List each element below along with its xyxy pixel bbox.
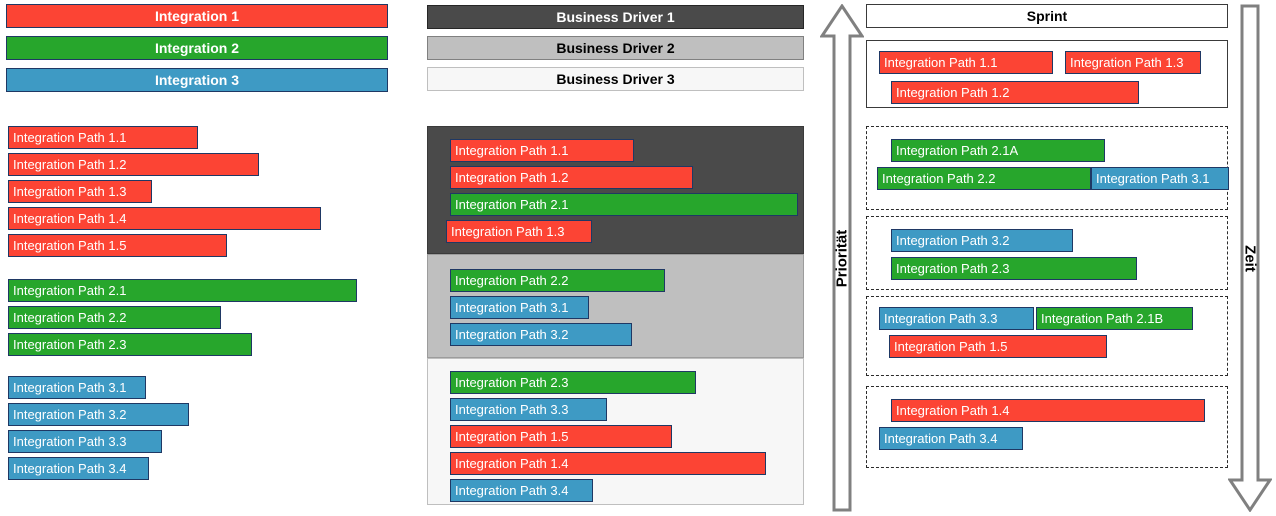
legend-item-integration-1[interactable]: Integration 1 bbox=[6, 4, 388, 28]
time-arrow-icon bbox=[1228, 4, 1272, 512]
backlog-bar-integration-path-1-1[interactable]: Integration Path 1.1 bbox=[8, 126, 198, 149]
lane-bar-integration-path-1-2[interactable]: Integration Path 1.2 bbox=[450, 166, 693, 189]
sprint-box-2: Integration Path 2.1A Integration Path 2.… bbox=[866, 126, 1229, 210]
lane-bar-integration-path-2-1[interactable]: Integration Path 2.1 bbox=[450, 193, 798, 216]
lane-bar-integration-path-3-4[interactable]: Integration Path 3.4 bbox=[450, 479, 593, 502]
backlog-bar-integration-path-3-4[interactable]: Integration Path 3.4 bbox=[8, 457, 149, 480]
business-driver-header-3[interactable]: Business Driver 3 bbox=[427, 67, 804, 91]
sprint-box-1: Integration Path 1.1 Integration Path 1.3… bbox=[866, 40, 1228, 108]
priority-arrow-icon bbox=[820, 4, 864, 512]
sprint-header: Sprint bbox=[866, 4, 1228, 28]
legend-item-integration-2[interactable]: Integration 2 bbox=[6, 36, 388, 60]
backlog-bar-integration-path-3-1[interactable]: Integration Path 3.1 bbox=[8, 376, 146, 399]
sprint-bar-integration-path-3-2[interactable]: Integration Path 3.2 bbox=[891, 229, 1073, 252]
lane-bar-integration-path-2-2[interactable]: Integration Path 2.2 bbox=[450, 269, 665, 292]
sprint-bar-integration-path-2-1a[interactable]: Integration Path 2.1A bbox=[891, 139, 1105, 162]
lane-bar-integration-path-2-3[interactable]: Integration Path 2.3 bbox=[450, 371, 696, 394]
sprint-bar-integration-path-2-1b[interactable]: Integration Path 2.1B bbox=[1036, 307, 1193, 330]
sprint-bar-integration-path-1-3[interactable]: Integration Path 1.3 bbox=[1065, 51, 1201, 74]
sprint-bar-integration-path-1-2[interactable]: Integration Path 1.2 bbox=[891, 81, 1139, 104]
sprint-bar-integration-path-1-4[interactable]: Integration Path 1.4 bbox=[891, 399, 1205, 422]
lane-bar-integration-path-1-5[interactable]: Integration Path 1.5 bbox=[450, 425, 672, 448]
backlog-bar-integration-path-2-2[interactable]: Integration Path 2.2 bbox=[8, 306, 221, 329]
backlog-bar-integration-path-3-2[interactable]: Integration Path 3.2 bbox=[8, 403, 189, 426]
sprint-bar-integration-path-3-1[interactable]: Integration Path 3.1 bbox=[1091, 167, 1229, 190]
sprint-bar-integration-path-1-5[interactable]: Integration Path 1.5 bbox=[889, 335, 1107, 358]
time-axis-label: Zeit bbox=[1241, 245, 1259, 272]
backlog-bar-integration-path-3-3[interactable]: Integration Path 3.3 bbox=[8, 430, 162, 453]
priority-axis-label: Priorität bbox=[833, 229, 851, 288]
backlog-bar-integration-path-1-5[interactable]: Integration Path 1.5 bbox=[8, 234, 227, 257]
backlog-bar-integration-path-1-4[interactable]: Integration Path 1.4 bbox=[8, 207, 321, 230]
lane-bar-integration-path-3-3[interactable]: Integration Path 3.3 bbox=[450, 398, 607, 421]
lane-bar-integration-path-1-3[interactable]: Integration Path 1.3 bbox=[446, 220, 592, 243]
backlog-bar-integration-path-1-3[interactable]: Integration Path 1.3 bbox=[8, 180, 152, 203]
legend-group: Integration 1 Integration 2 Integration 3 bbox=[6, 4, 388, 92]
sprint-bar-integration-path-2-3[interactable]: Integration Path 2.3 bbox=[891, 257, 1137, 280]
backlog-bar-integration-path-2-1[interactable]: Integration Path 2.1 bbox=[8, 279, 357, 302]
backlog-bar-integration-path-2-3[interactable]: Integration Path 2.3 bbox=[8, 333, 252, 356]
sprint-bar-integration-path-1-1[interactable]: Integration Path 1.1 bbox=[879, 51, 1053, 74]
legend-item-integration-3[interactable]: Integration 3 bbox=[6, 68, 388, 92]
sprint-bar-integration-path-3-4[interactable]: Integration Path 3.4 bbox=[879, 427, 1023, 450]
lane-bar-integration-path-1-1[interactable]: Integration Path 1.1 bbox=[450, 139, 634, 162]
backlog-bar-integration-path-1-2[interactable]: Integration Path 1.2 bbox=[8, 153, 259, 176]
sprint-bar-integration-path-2-2[interactable]: Integration Path 2.2 bbox=[877, 167, 1091, 190]
lane-bar-integration-path-3-1[interactable]: Integration Path 3.1 bbox=[450, 296, 589, 319]
business-driver-header-1[interactable]: Business Driver 1 bbox=[427, 5, 804, 29]
lane-bar-integration-path-1-4[interactable]: Integration Path 1.4 bbox=[450, 452, 766, 475]
sprint-bar-integration-path-3-3[interactable]: Integration Path 3.3 bbox=[879, 307, 1034, 330]
business-driver-header-2[interactable]: Business Driver 2 bbox=[427, 36, 804, 60]
lane-bar-integration-path-3-2[interactable]: Integration Path 3.2 bbox=[450, 323, 632, 346]
